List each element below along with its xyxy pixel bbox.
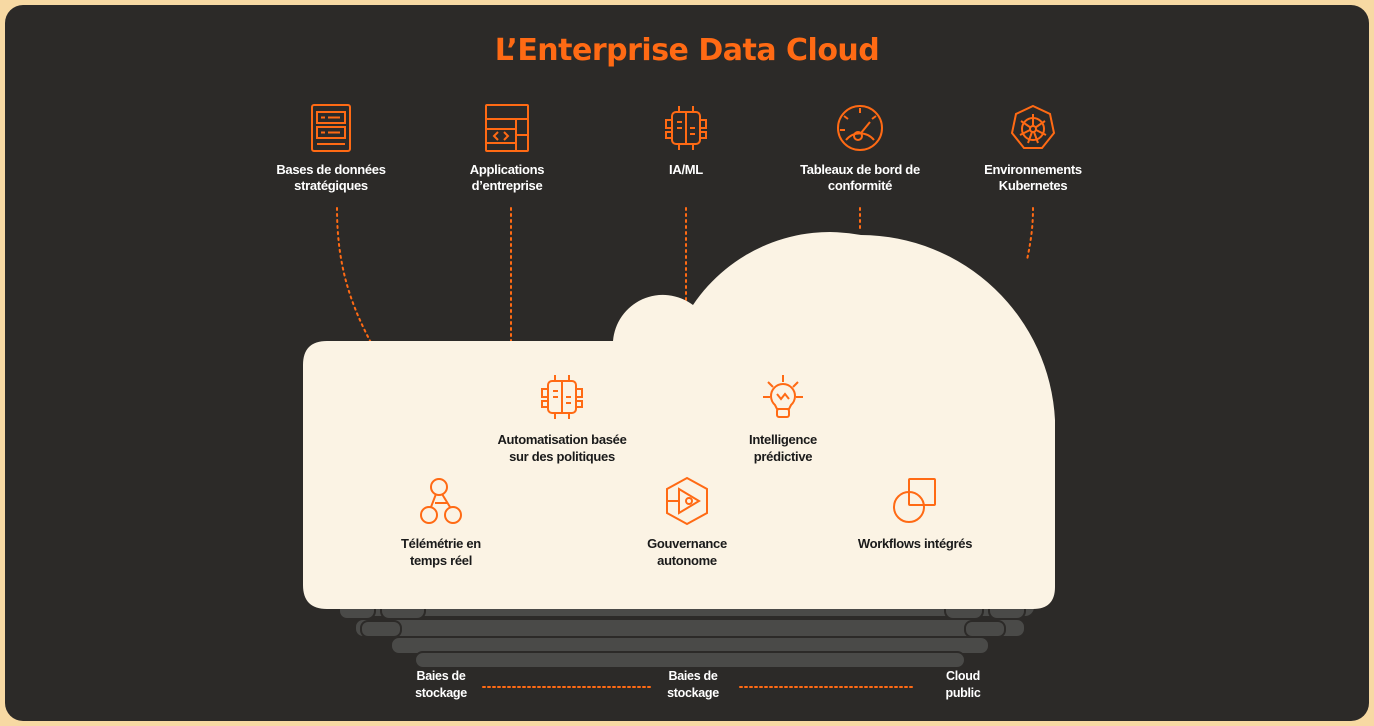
cloud-item-policy-automation: Automatisation basée sur des politiques [462, 371, 662, 465]
diagram-frame: L’Enterprise Data Cloud Bases de données… [5, 5, 1369, 721]
bottom-label-storage-2: Baies de stockage [633, 668, 753, 702]
bottom-label-text: Baies de [668, 669, 718, 683]
cloud-item-label: temps réel [409, 553, 473, 568]
connector-kubernetes [1026, 207, 1034, 261]
top-item-label: Applications [469, 162, 545, 177]
chip-icon [665, 106, 707, 150]
top-item-label: IA/ML [669, 162, 703, 177]
top-item-label: stratégiques [294, 178, 368, 193]
diagram-graphics [303, 207, 1055, 688]
bottom-label-text: stockage [667, 686, 719, 700]
cloud-item-label: Automatisation basée [497, 432, 627, 447]
top-item-databases: Bases de données stratégiques [251, 102, 411, 194]
top-item-kubernetes: Environnements Kubernetes [953, 102, 1113, 194]
cloud-item-label: Workflows intégrés [857, 536, 973, 551]
bottom-label-public-cloud: Cloud public [903, 668, 1023, 702]
cloud-item-label: Télémétrie en [401, 536, 481, 551]
application-window-icon [485, 104, 529, 152]
cloud-item-autonomous-governance: Gouvernance autonome [587, 475, 787, 569]
lightbulb-icon [763, 375, 803, 418]
gauge-icon [837, 105, 883, 151]
node-graph-icon [420, 478, 462, 524]
diagram-title: L’Enterprise Data Cloud [494, 33, 880, 68]
cloud-item-label: prédictive [753, 449, 813, 464]
top-item-label: Kubernetes [998, 178, 1068, 193]
top-item-applications: Applications d’entreprise [427, 102, 587, 194]
cloud-item-label: Gouvernance [647, 536, 727, 551]
cloud-item-integrated-workflows: Workflows intégrés [815, 475, 1015, 552]
cloud-shape [303, 232, 1055, 609]
circle-square-icon [893, 478, 936, 523]
cloud-item-label: Intelligence [749, 432, 817, 447]
database-server-icon [311, 104, 351, 152]
top-item-label: d’entreprise [471, 178, 543, 193]
cloud-item-label: sur des politiques [509, 449, 615, 464]
bottom-label-text: Cloud [946, 669, 980, 683]
connector-databases [336, 207, 376, 351]
kubernetes-wheel-icon [1010, 104, 1056, 149]
top-item-dashboards: Tableaux de bord de conformité [780, 102, 940, 194]
cloud-item-label: autonome [657, 553, 717, 568]
cloud-item-realtime-telemetry: Télémétrie en temps réel [341, 475, 541, 569]
top-item-label: conformité [827, 178, 893, 193]
hexagon-play-icon [666, 476, 708, 526]
chip-icon [541, 375, 583, 419]
cloud-item-predictive-intelligence: Intelligence prédictive [683, 371, 883, 465]
bottom-label-text: public [945, 686, 981, 700]
top-item-label: Tableaux de bord de [800, 162, 920, 177]
top-item-label: Bases de données [276, 162, 386, 177]
top-item-ai-ml: IA/ML [606, 102, 766, 178]
top-item-label: Environnements [984, 162, 1082, 177]
bottom-label-text: stockage [415, 686, 467, 700]
bottom-label-text: Baies de [416, 669, 466, 683]
bottom-label-storage-1: Baies de stockage [381, 668, 501, 702]
